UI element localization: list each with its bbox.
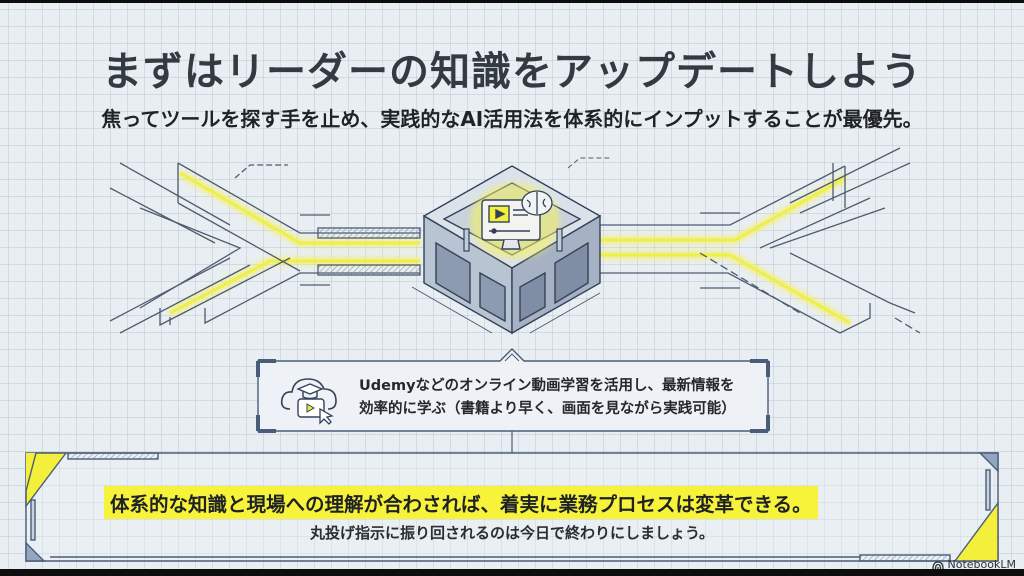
- brand-label: NotebookLM: [947, 558, 1016, 569]
- page-subtitle: 焦ってツールを探す手を止め、実践的なAI活用法を体系的にインプットすることが最優…: [101, 107, 923, 131]
- callout-box: Udemyなどのオンライン動画学習を活用し、最新情報を 効率的に学ぶ（書籍より早…: [258, 359, 768, 431]
- cloud-graduation-video-icon: [280, 378, 337, 425]
- notebooklm-branding: NotebookLM: [931, 558, 1016, 569]
- left-branch-paths: [109, 162, 421, 334]
- callout-line-2: 効率的に学ぶ（書籍より早く、画面を見ながら実践可能）: [359, 401, 736, 417]
- callout-line-1: Udemyなどのオンライン動画学習を活用し、最新情報を: [359, 378, 735, 394]
- callout-text: Udemyなどのオンライン動画学習を活用し、最新情報を 効率的に学ぶ（書籍より早…: [359, 375, 736, 421]
- slide: まずはリーダーの知識をアップデートしよう 焦ってツールを探す手を止め、実践的なA…: [0, 3, 1024, 569]
- conclusion-subtext: 丸投げ指示に振り回されるのは今日で終わりにしましょう。: [309, 524, 715, 542]
- letterbox-bar: [0, 569, 1024, 576]
- callout-frame: [256, 348, 770, 453]
- conclusion-highlight: 体系的な知識と現場への理解が合わされば、着実に業務プロセスは変革できる。: [104, 486, 818, 519]
- right-branch-paths: [600, 147, 921, 334]
- brain-icon: [521, 190, 553, 216]
- page-title: まずはリーダーの知識をアップデートしよう: [102, 49, 922, 95]
- notebooklm-logo-icon: [931, 561, 944, 569]
